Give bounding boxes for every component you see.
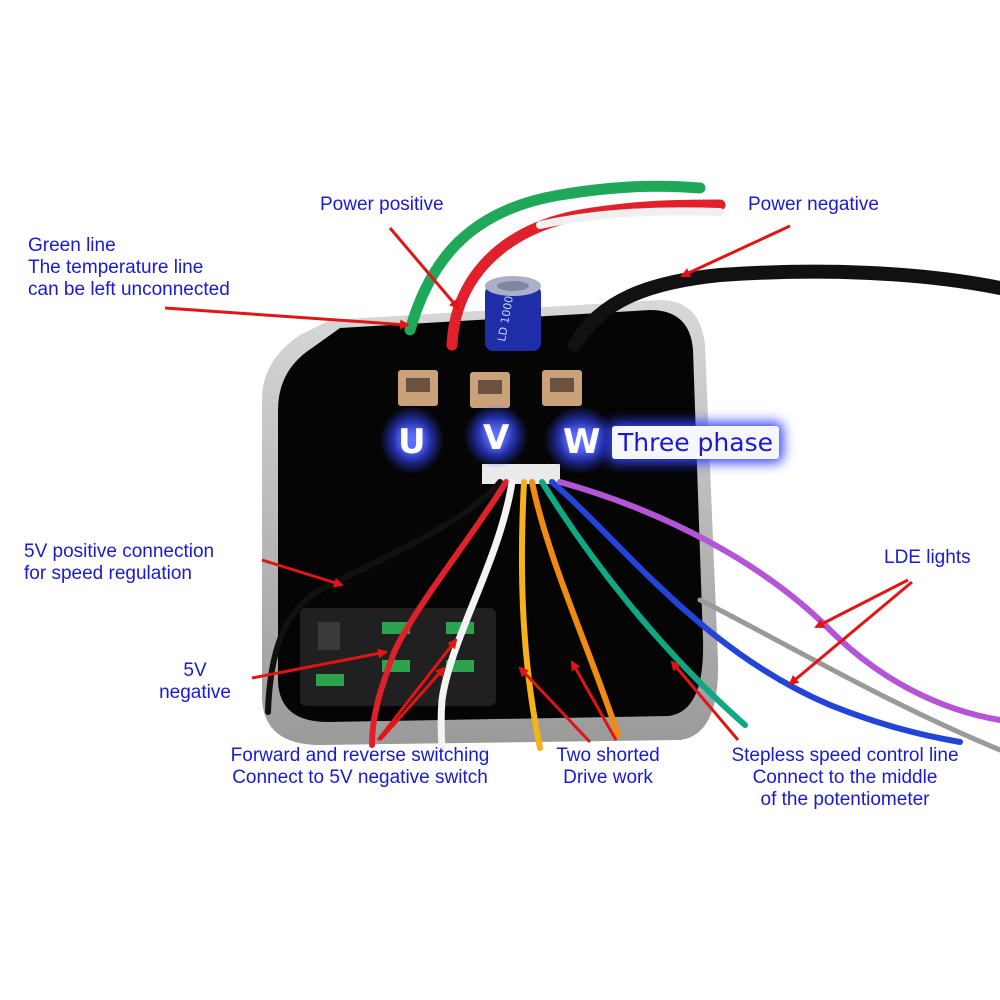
phase-terminals	[398, 370, 582, 408]
arrow-lde-1	[814, 578, 909, 629]
wire-teal-speed	[539, 479, 748, 728]
socket-slot	[318, 622, 340, 650]
5v-negative-label-line: negative	[159, 682, 231, 703]
5v-negative-label-line: 5V	[183, 660, 207, 681]
power-positive-label: Power positive	[320, 194, 444, 215]
green-line-label-line: Green line	[28, 235, 116, 256]
5v-positive-label: 5V positive connection for speed regulat…	[24, 541, 214, 585]
stepless-label-line: Connect to the middle	[752, 767, 938, 788]
green-line-label-line: can be left unconnected	[28, 279, 230, 300]
arrow-forward-reverse-1	[376, 638, 458, 741]
wire-blue-led	[549, 479, 963, 745]
arrow-two-shorted-1	[518, 666, 592, 744]
green-line-label-line: The temperature line	[28, 257, 204, 278]
led-glow	[380, 406, 444, 474]
arrow-5v-positive	[261, 558, 344, 588]
wire-connector	[482, 464, 560, 484]
arrow-forward-reverse-2	[378, 666, 446, 741]
wire-white-direction	[437, 478, 516, 752]
wire-black-5v-positive	[265, 479, 503, 715]
arrow-power-negative	[680, 224, 791, 278]
arrow-power-positive	[388, 227, 460, 310]
power-negative-label: Power negative	[748, 194, 879, 215]
wire-yellow-drive	[518, 479, 543, 751]
stepless-label-line: of the potentiometer	[760, 789, 930, 810]
stepless-label-line: Stepless speed control line	[731, 745, 959, 766]
forward-reverse-label-line: Forward and reverse switching	[230, 745, 490, 766]
5v-negative-label: 5V negative	[150, 660, 240, 704]
arrow-stepless	[670, 660, 740, 741]
wire-red-5v-negative	[369, 479, 509, 748]
capacitor: LD 1000	[485, 276, 541, 351]
two-shorted-label-line: Drive work	[563, 767, 653, 788]
socket-pin	[316, 674, 344, 686]
phase-v-label: V	[483, 418, 510, 458]
green-line-label: Green line The temperature line can be l…	[28, 235, 230, 301]
wire-black-power-negative	[568, 264, 1000, 352]
wire-white-top	[536, 207, 724, 229]
5v-positive-label-line: for speed regulation	[24, 563, 192, 584]
three-phase-label: Three phase	[612, 426, 779, 459]
arrow-5v-negative	[251, 648, 388, 680]
stepless-label: Stepless speed control line Connect to t…	[712, 745, 978, 811]
wire-orange-drive	[529, 479, 621, 738]
signal-wires	[265, 478, 1000, 753]
annotation-arrows	[164, 224, 913, 744]
5v-positive-label-line: 5V positive connection	[24, 541, 215, 562]
two-shorted-label: Two shorted Drive work	[538, 745, 678, 789]
wire-gray-extra	[697, 597, 1000, 753]
phase-w-label: W	[563, 422, 601, 462]
led-glow	[544, 406, 616, 474]
arrow-green-line	[164, 306, 410, 330]
led-glow	[464, 404, 528, 468]
lde-lights-label: LDE lights	[884, 547, 971, 568]
arrow-two-shorted-2	[570, 660, 618, 741]
two-shorted-label-line: Two shorted	[556, 745, 660, 766]
phase-u-label: U	[398, 422, 426, 462]
arrow-lde-2	[788, 580, 913, 686]
forward-reverse-label-line: Connect to 5V negative switch	[232, 767, 488, 788]
forward-reverse-label: Forward and reverse switching Connect to…	[210, 745, 510, 789]
